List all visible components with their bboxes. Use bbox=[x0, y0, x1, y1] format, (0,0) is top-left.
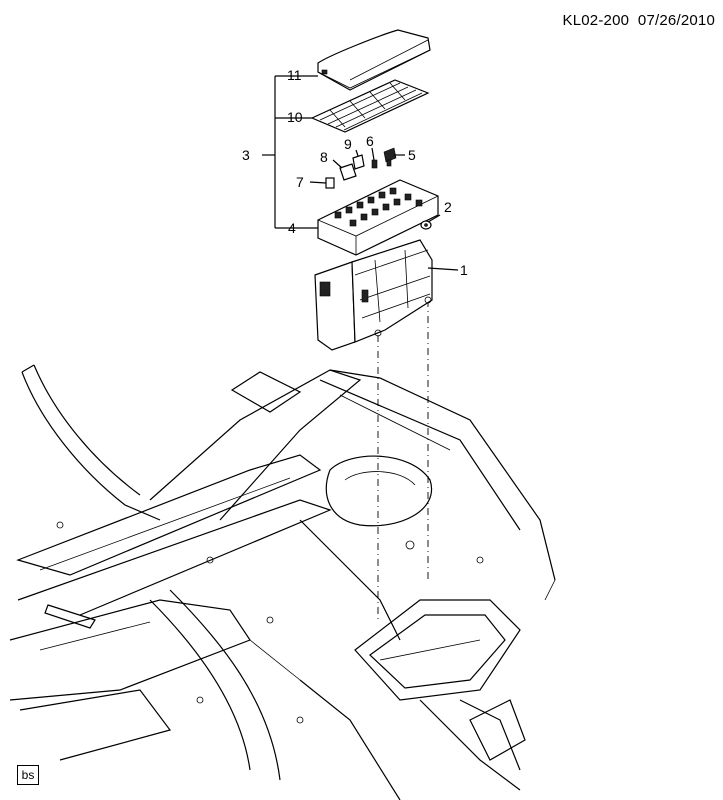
part-4-fuse-block bbox=[317, 179, 439, 256]
callout-1: 1 bbox=[460, 262, 468, 278]
vehicle-frame bbox=[9, 364, 556, 800]
diagram-date: 07/26/2010 bbox=[637, 12, 715, 29]
part-9-relay bbox=[352, 154, 365, 170]
part-1-fuse-block-bracket bbox=[314, 239, 433, 351]
part-6-fuse bbox=[371, 159, 378, 169]
part-10-label bbox=[310, 79, 430, 133]
part-7-fuse bbox=[325, 177, 335, 189]
callout-7: 7 bbox=[296, 174, 304, 190]
leader-lines bbox=[262, 75, 459, 271]
part-5-fuse bbox=[383, 147, 397, 167]
part-8-relay bbox=[339, 163, 357, 181]
callout-5: 5 bbox=[408, 147, 416, 163]
callout-4: 4 bbox=[288, 220, 296, 236]
callout-10: 10 bbox=[287, 109, 303, 125]
callout-labels: 1 2 3 4 5 6 7 8 9 10 11 bbox=[242, 67, 468, 278]
ref-code: KL02-200 bbox=[562, 12, 630, 29]
corner-badge: bs bbox=[17, 765, 39, 785]
callout-3: 3 bbox=[242, 147, 250, 163]
callout-9: 9 bbox=[344, 136, 352, 152]
diagram-header: KL02-200 07/26/2010 bbox=[563, 12, 715, 29]
callout-2: 2 bbox=[444, 199, 452, 215]
callout-11: 11 bbox=[287, 67, 302, 83]
part-11-cover bbox=[317, 29, 431, 91]
part-2-nut bbox=[420, 220, 432, 230]
callout-6: 6 bbox=[366, 133, 374, 149]
callout-8: 8 bbox=[320, 149, 328, 165]
